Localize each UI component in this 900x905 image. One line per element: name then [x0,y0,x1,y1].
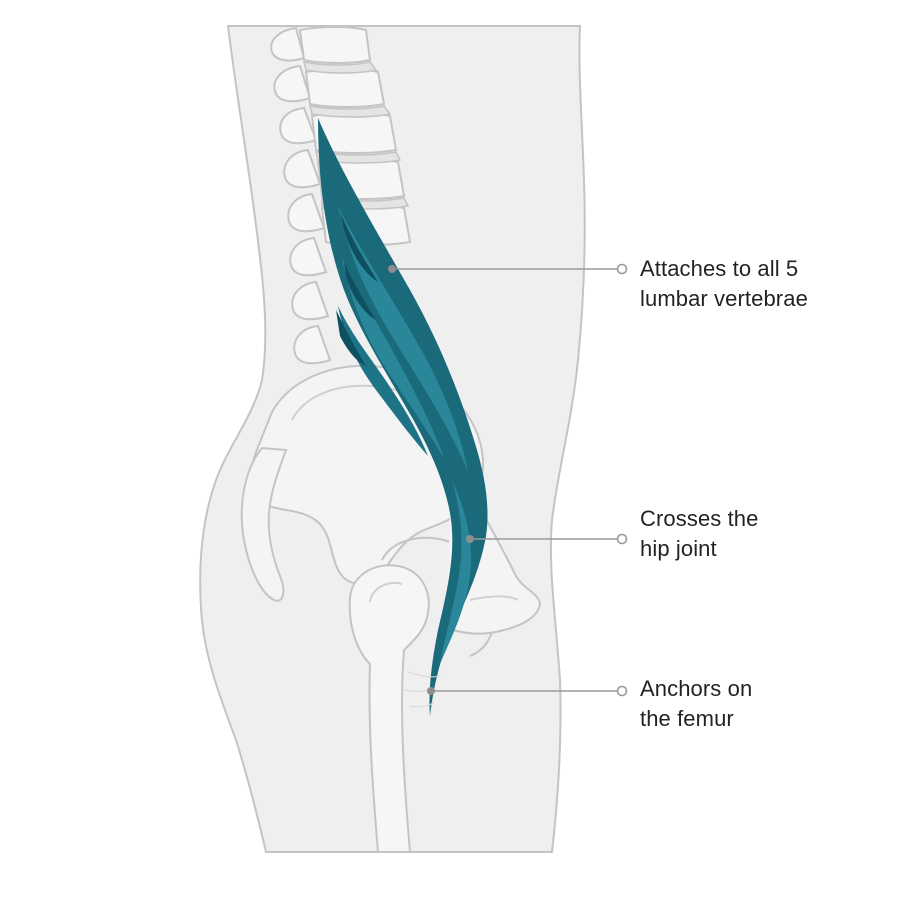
pubic-ramus [469,595,519,601]
leader-lines [392,268,618,692]
callout-hip-joint: Crosses the hip joint [640,504,890,564]
attachment-point-icon [616,533,628,545]
callout-lumbar-vertebrae: Attaches to all 5 lumbar vertebrae [640,254,890,314]
femoral-head-detail [369,582,403,603]
callout-line: Crosses the [640,506,759,531]
callout-line: lumbar vertebrae [640,286,808,311]
callout-line: hip joint [640,536,717,561]
callout-femur: Anchors on the femur [640,674,890,734]
psoas-muscle [318,118,488,716]
anchor-dots [388,265,474,695]
attachment-point-icons [616,263,628,697]
callout-line: Anchors on [640,676,753,701]
callout-line: the femur [640,706,734,731]
sacrum [240,446,288,602]
callout-line: Attaches to all 5 [640,256,799,281]
femur [348,564,430,853]
spinal-processes [270,26,332,365]
attachment-point-icon [616,263,628,275]
attachment-point-icon [616,685,628,697]
